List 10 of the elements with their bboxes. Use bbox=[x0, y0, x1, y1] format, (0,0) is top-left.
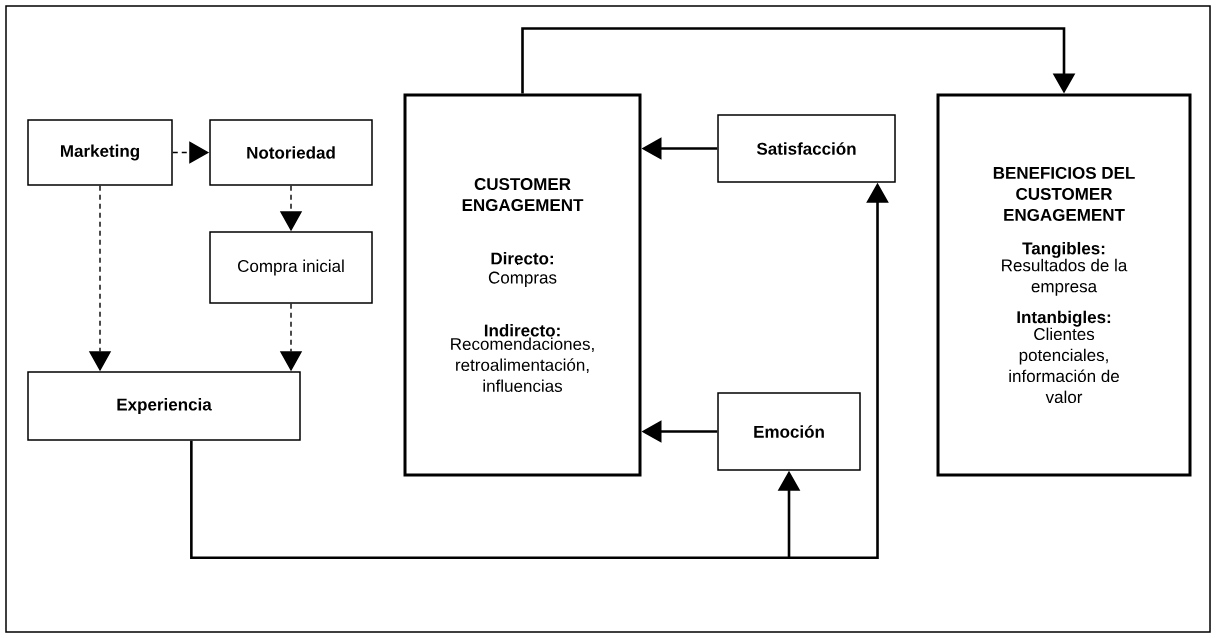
process-box: Marketing bbox=[27, 119, 173, 186]
process-box: Experiencia bbox=[27, 371, 301, 441]
engagement-box: BENEFICIOS DEL CUSTOMER ENGAGEMENT Tangibles: Resultados de la empresa Intanbigles: Clientes potenciales, información de valor bbox=[936, 93, 1192, 477]
connector-line bbox=[190, 440, 789, 560]
process-box: Emoción bbox=[717, 392, 861, 471]
process-box: Notoriedad bbox=[209, 119, 373, 186]
arrow bbox=[521, 27, 1076, 94]
engagement-box: CUSTOMER ENGAGEMENT Directo: Compras Indirecto: Recomendaciones, retroalimentación, influencias bbox=[403, 93, 642, 477]
process-box: Satisfacción bbox=[717, 114, 896, 183]
process-box: Compra inicial bbox=[209, 231, 373, 304]
